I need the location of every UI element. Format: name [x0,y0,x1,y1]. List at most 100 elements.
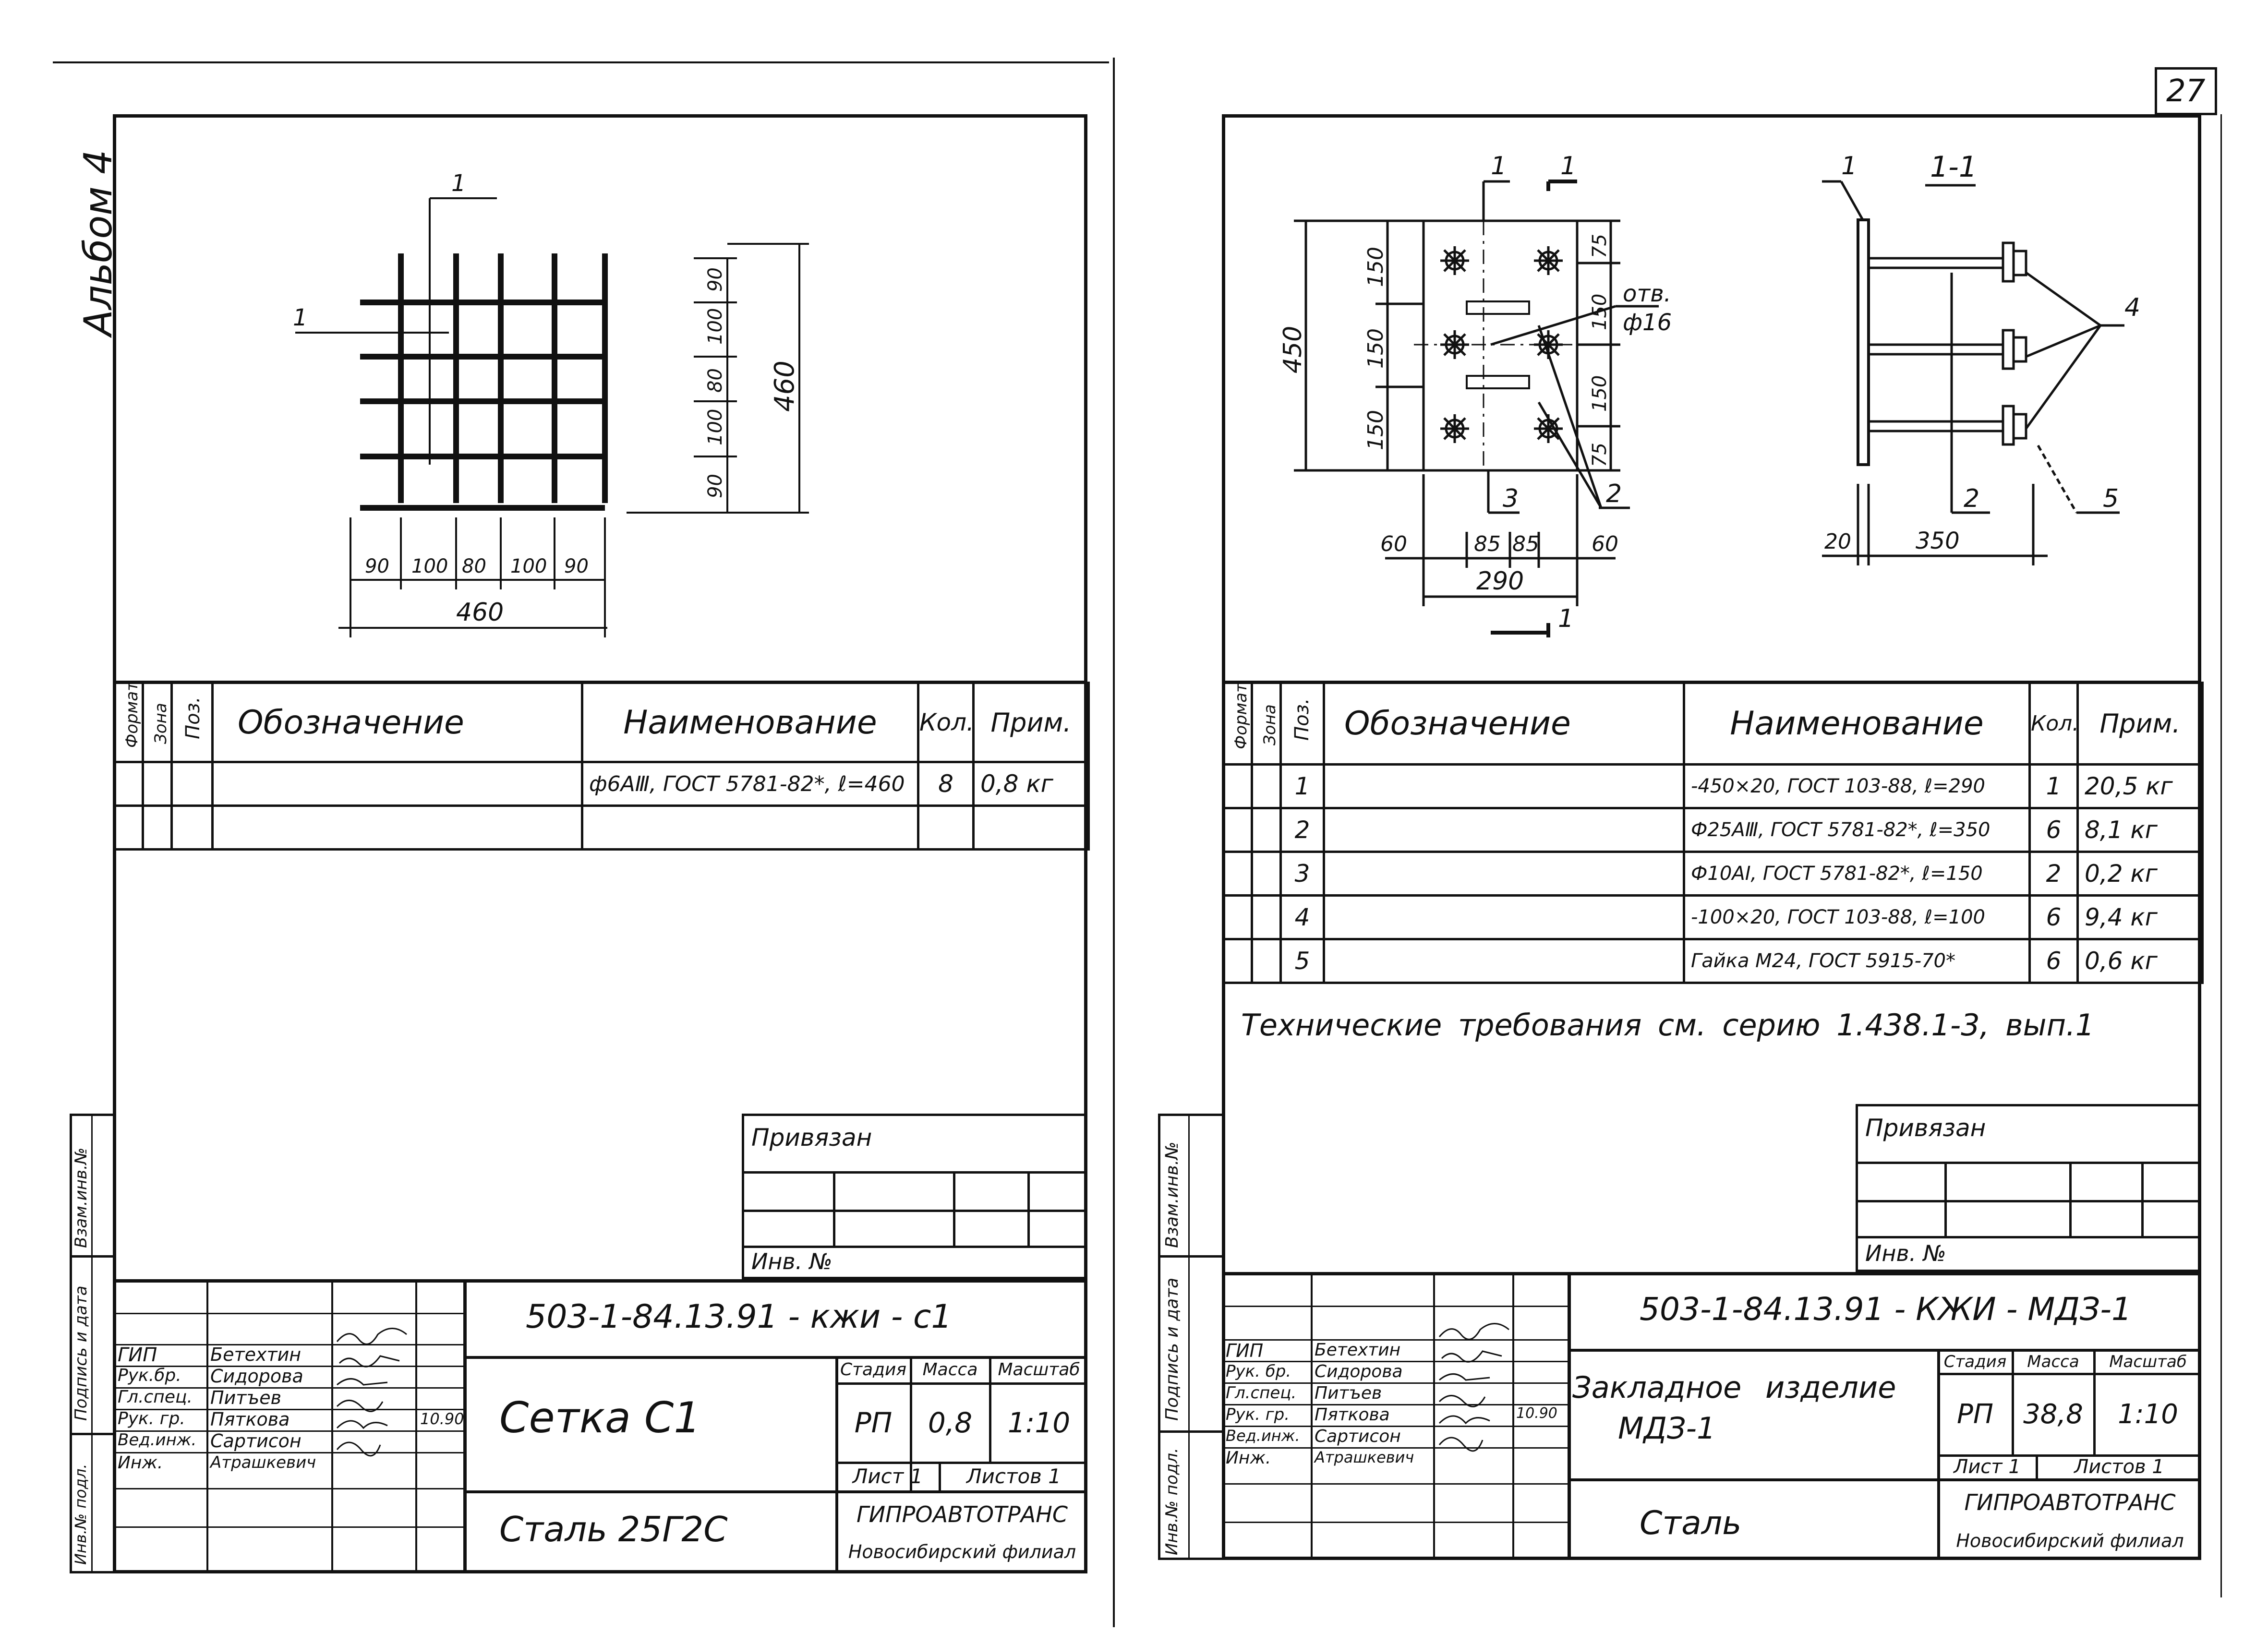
left-side-podpis: Подпись и дата [72,1285,91,1421]
mesh-dim-v-2: 100 [704,308,726,345]
right-sec-pos2: 2 [1964,484,1979,513]
right-sig-col-3 [1512,1272,1514,1560]
left-spec-designation [211,761,583,807]
left-spec-note: 0,8 кг [972,761,1090,807]
left-spec-h-qty: Кол. [917,682,975,763]
right-spec-note: 20,5 кг [2076,763,2204,809]
right-pos2: 2 [1606,480,1622,508]
page-number-box [2155,67,2217,115]
left-role-0: ГИП [118,1344,157,1366]
right-section-mark-bottom: 1 [1558,604,1574,633]
right-spec-note: 9,4 кг [2076,894,2204,940]
left-spec-h-designation: Обозначение [211,682,583,763]
anchor-symbols [1440,246,1563,443]
left-stamp-material: Сталь 25Г2С [499,1509,728,1549]
right-org: ГИПРОАВТОТРАНС [1964,1489,2176,1515]
right-spec-row: 4 -100×20, ГОСТ 103-88, ℓ=100 6 9,4 кг [1222,894,2204,940]
mesh-dim-v-5: 90 [704,474,726,498]
mesh-dim-h-total: 460 [456,598,504,627]
right-spec-h-name: Наименование [1683,682,2031,766]
right-dim-left-2: 150 [1363,328,1388,369]
right-dim-bottom-2: 85 [1474,532,1501,556]
right-sig-row-5 [1222,1404,1568,1405]
right-privyazan-line-1 [1856,1162,2201,1164]
right-spec-table: Формат Зона Поз. Обозначение Наименовани… [1222,682,2204,984]
right-dim-right-3: 150 [1589,375,1611,412]
right-stage: РП [1957,1398,1993,1430]
right-spec-row: 1 -450×20, ГОСТ 103-88, ℓ=290 1 20,5 кг [1222,763,2204,809]
right-privyazan-col-2 [2069,1162,2072,1236]
left-stamp-h-1 [463,1356,1087,1359]
right-spec-h-zone: Зона [1251,682,1282,766]
left-privyazan-line-1 [742,1171,1087,1174]
right-signatures [1438,1323,1509,1452]
right-mass: 38,8 [2023,1398,2083,1430]
right-stamp-v-sheets [2036,1454,2038,1478]
right-spec-qty: 2 [2028,851,2079,897]
right-spec-pos: 4 [1279,894,1325,940]
right-side-sep-1 [1158,1255,1224,1258]
mesh-dim-h-3: 80 [462,555,486,577]
left-name-0: Бетехтин [210,1344,302,1365]
left-role-1: Рук.бр. [118,1366,181,1385]
right-spec-h-designation: Обозначение [1323,682,1685,766]
left-stamp-code: 503-1-84.13.91 - кжи - с1 [526,1298,952,1336]
right-sec-pos5: 5 [2103,484,2119,513]
right-spec-h-format: Формат [1222,682,1253,766]
left-sheets: Листов 1 [966,1464,1061,1488]
right-hole-note-1: отв. [1623,280,1671,307]
right-spec-row: 2 Ф25АⅢ, ГОСТ 5781-82*, ℓ=350 6 8,1 кг [1222,807,2204,853]
right-stamp-title-2: МДЗ-1 [1618,1411,1716,1446]
right-spec-designation [1323,851,1685,897]
left-role-4: Вед.инж. [118,1430,197,1450]
left-spec-h-format: Формат [113,682,144,763]
right-dim-20: 20 [1824,529,1851,554]
right-role-2: Гл.спец. [1226,1383,1297,1403]
mesh-dim-h-4: 100 [510,555,547,577]
right-date: 10.90 [1516,1405,1557,1422]
right-sig-row-1 [1222,1306,1568,1307]
right-stamp-top [1222,1272,2201,1275]
right-spec-designation [1323,807,1685,853]
right-stamp-h-2 [1568,1478,2201,1481]
left-sig-col-2 [331,1279,333,1573]
mesh-dim-h-1: 90 [365,555,389,577]
top-edge-line [53,61,1109,63]
right-stamp-code: 503-1-84.13.91 - КЖИ - МДЗ-1 [1640,1291,2132,1328]
left-branch: Новосибирский филиал [848,1541,1076,1562]
right-spec-name: Ф25АⅢ, ГОСТ 5781-82*, ℓ=350 [1683,807,2031,853]
left-sig-row-3 [113,1366,463,1367]
right-spec-header-row: Формат Зона Поз. Обозначение Наименовани… [1222,682,2204,766]
right-sig-row-4 [1222,1382,1568,1384]
left-inv-no: Инв. № [751,1248,832,1274]
mesh-dim-v-total: 460 [769,360,800,412]
right-side-sep-2 [1158,1430,1224,1433]
right-stage-label: Стадия [1943,1352,2007,1371]
right-dim-350: 350 [1916,528,1960,554]
left-stamp-v-mass [910,1356,912,1490]
left-stage-label: Стадия [840,1360,907,1380]
right-spec-name: -100×20, ГОСТ 103-88, ℓ=100 [1683,894,2031,940]
left-spec-qty: 8 [917,761,975,807]
right-name-4: Сартисон [1315,1427,1401,1446]
right-privyazan-col-1 [1944,1162,1947,1236]
right-spec-pos: 5 [1279,938,1325,984]
left-mass-label: Масса [922,1360,978,1380]
right-section-mark: 1 [1560,152,1576,180]
left-privyazan-col-3 [1027,1171,1030,1246]
left-privyazan-line-2 [742,1210,1087,1212]
left-stamp-top [113,1279,1087,1283]
right-name-0: Бетехтин [1315,1340,1401,1360]
right-spec-qty: 6 [2028,894,2079,940]
left-spec-empty-row [113,804,1090,851]
left-stamp-sep-main [463,1279,467,1573]
right-tech-requirements: Технические требования см. серию 1.438.1… [1241,1008,2095,1043]
left-mesh-drawing: 1 1 90 100 80 100 90 460 90 100 80 100 9… [293,170,809,637]
left-spec-header-row: Формат Зона Поз. Обозначение Наименовани… [113,682,1090,763]
left-spec-h-pos: Поз. [170,682,214,763]
left-spec-pos [170,761,214,807]
right-stamp-h-stage [1937,1373,2201,1375]
left-sig-row-7 [113,1452,463,1453]
left-stamp-h-2 [463,1490,1087,1493]
right-side-strip [1158,1114,1224,1560]
